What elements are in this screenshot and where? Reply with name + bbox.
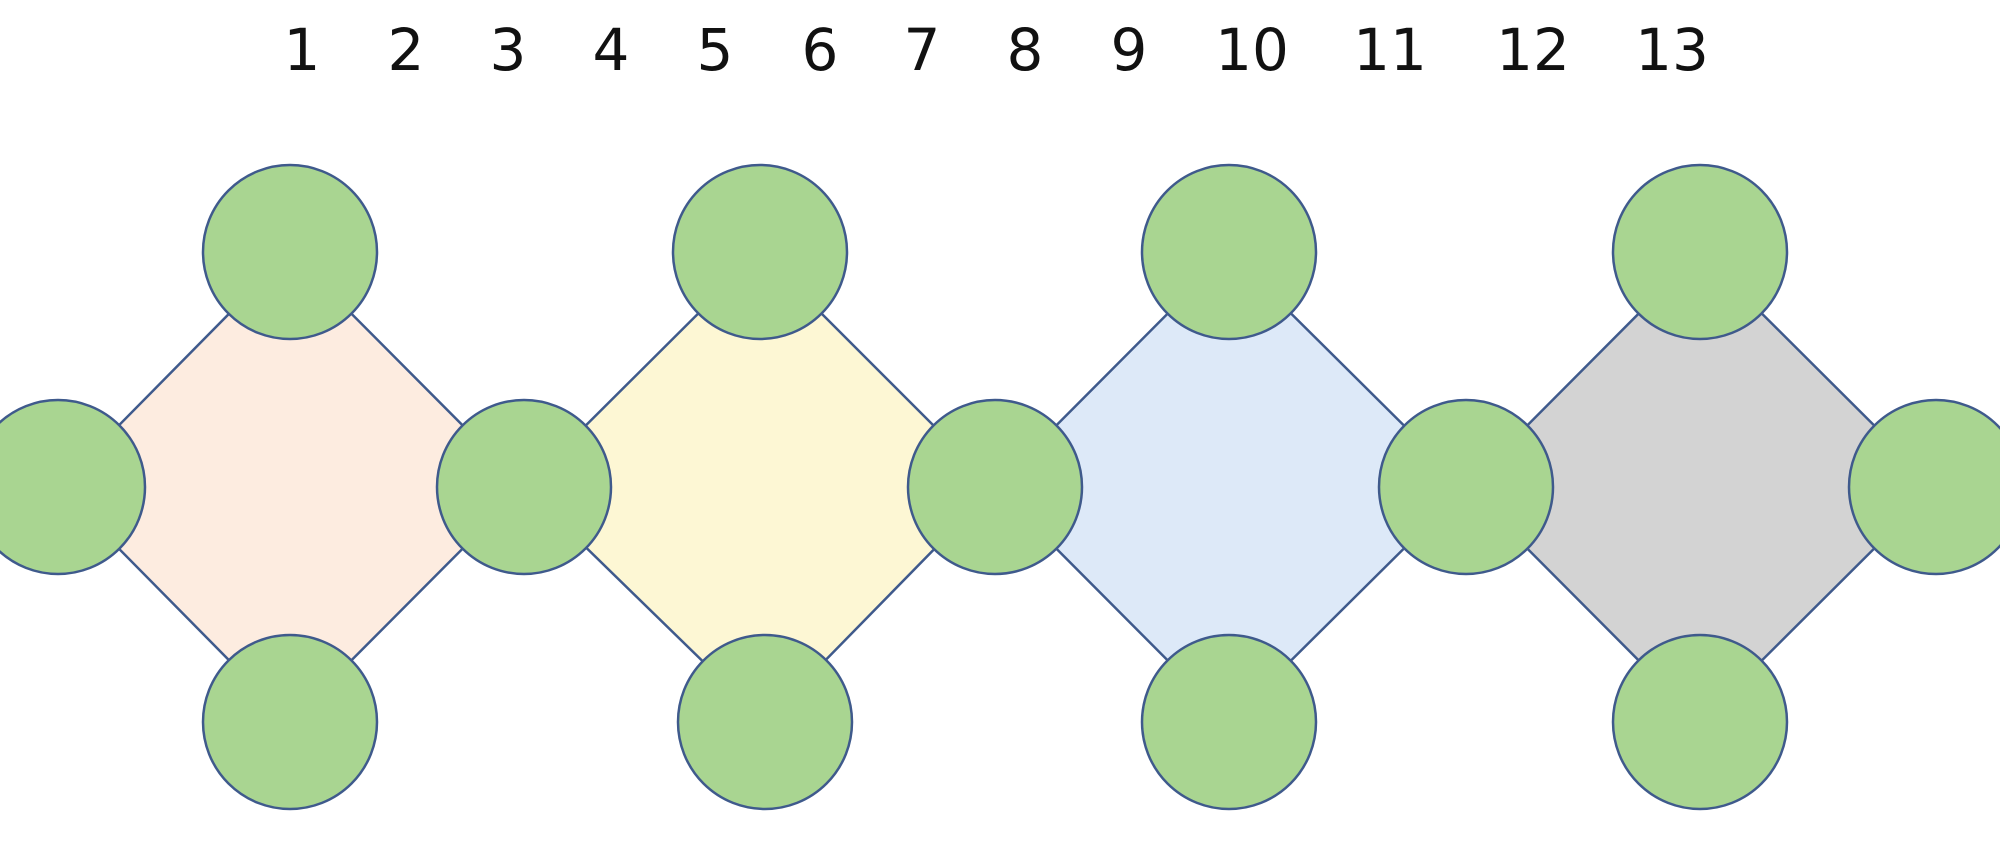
node-top-1: [201, 163, 379, 341]
number-label: 8: [1007, 16, 1044, 84]
node-mid-3: [906, 398, 1084, 576]
number-labels: 1 2 3 4 5 6 7 8 9 10 11 12 13: [284, 16, 1709, 84]
number-label: 4: [593, 16, 630, 84]
nodes: [0, 163, 2000, 811]
node-bottom-2: [676, 633, 854, 811]
number-label: 11: [1353, 16, 1427, 84]
number-label: 6: [802, 16, 839, 84]
number-label: 2: [388, 16, 425, 84]
node-bottom-1: [201, 633, 379, 811]
number-label: 1: [284, 16, 321, 84]
number-label: 9: [1111, 16, 1148, 84]
diamonds: [56, 250, 1938, 724]
number-label: 3: [490, 16, 527, 84]
node-bottom-4: [1611, 633, 1789, 811]
node-mid-4: [1377, 398, 1555, 576]
number-label: 13: [1635, 16, 1709, 84]
node-mid-2: [435, 398, 613, 576]
node-bottom-3: [1140, 633, 1318, 811]
number-label: 7: [904, 16, 941, 84]
node-top-3: [1140, 163, 1318, 341]
number-label: 10: [1215, 16, 1289, 84]
node-top-4: [1611, 163, 1789, 341]
node-mid-5: [1847, 398, 2000, 576]
number-label: 5: [697, 16, 734, 84]
node-mid-1: [0, 398, 147, 576]
node-top-2: [671, 163, 849, 341]
number-label: 12: [1496, 16, 1570, 84]
